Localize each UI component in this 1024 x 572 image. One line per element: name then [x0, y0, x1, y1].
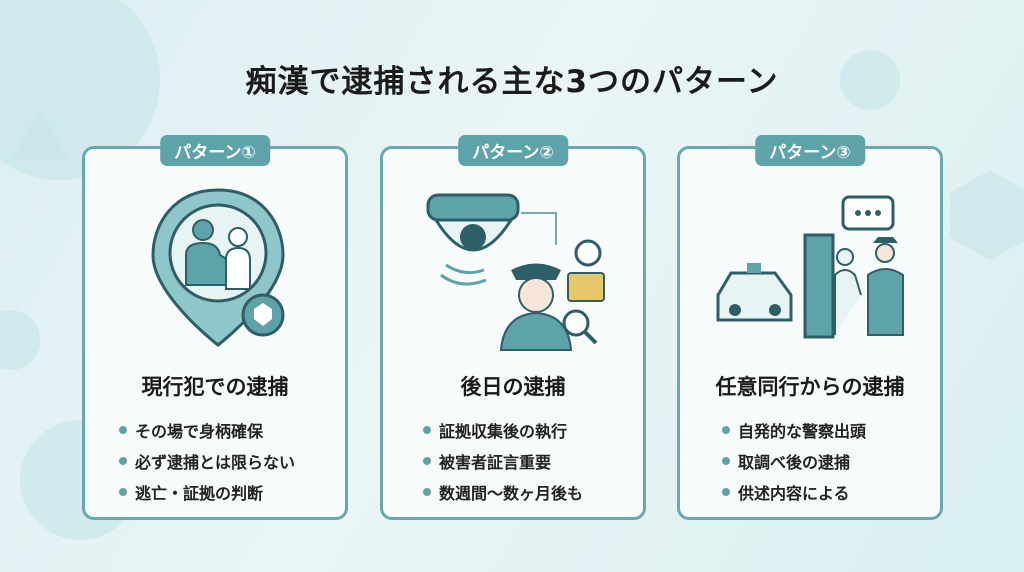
list-item-text: その場で身柄確保 [135, 421, 264, 441]
bullet-icon [119, 487, 127, 496]
location-pin-arrest-icon [151, 188, 285, 347]
decor-circle [840, 50, 900, 110]
list-item-text: 逃亡・証拠の判断 [135, 483, 264, 503]
list-item: 証拠収集後の執行 [423, 414, 643, 445]
bullet-icon [423, 425, 431, 434]
list-item-text: 自発的な警察出頭 [738, 421, 867, 441]
pattern-badge: パターン① [160, 135, 270, 166]
bullet-list: 証拠収集後の執行 被害者証言重要 数週間〜数ヶ月後も [383, 414, 643, 507]
bullet-icon [423, 456, 431, 465]
cctv-police-investigation-icon [426, 193, 605, 351]
list-item-text: 数週間〜数ヶ月後も [439, 483, 584, 503]
bullet-icon [722, 456, 730, 465]
list-item-text: 必ず逮捕とは限らない [135, 452, 296, 472]
card-title: 任意同行からの逮捕 [715, 375, 905, 399]
police-car-door-escort-icon [716, 195, 904, 339]
list-item-text: 被害者証言重要 [439, 452, 552, 472]
decor-hexagon [950, 170, 1024, 260]
pattern-card-3: パターン③ 任意同行からの逮捕 自発的な警察出頭 取調べ後の逮捕 供述内容による [677, 135, 943, 520]
bullet-icon [119, 425, 127, 434]
list-item-text: 証拠収集後の執行 [439, 421, 568, 441]
bullet-icon [423, 487, 431, 496]
card-title: 後日の逮捕 [460, 375, 566, 399]
bullet-icon [722, 425, 730, 434]
decor-circle [0, 310, 40, 370]
list-item: 供述内容による [722, 476, 940, 507]
list-item: 被害者証言重要 [423, 445, 643, 476]
pattern-badge: パターン② [458, 135, 568, 166]
bullet-icon [722, 487, 730, 496]
bullet-list: 自発的な警察出頭 取調べ後の逮捕 供述内容による [680, 414, 940, 507]
list-item: 必ず逮捕とは限らない [119, 445, 345, 476]
card-title: 現行犯での逮捕 [141, 375, 289, 399]
list-item: 自発的な警察出頭 [722, 414, 940, 445]
page-title: 痴漢で逮捕される主な3つのパターン [245, 64, 779, 100]
list-item: その場で身柄確保 [119, 414, 345, 445]
bullet-list: その場で身柄確保 必ず逮捕とは限らない 逃亡・証拠の判断 [85, 414, 345, 507]
bullet-icon [119, 456, 127, 465]
pattern-card-2: パターン② 後日の逮捕 証拠収集後の執行 被害者証言重要 数週間〜数ヶ月後も [380, 135, 646, 520]
pattern-card-1: パターン① 現行犯での逮捕 その場で身柄確保 必ず逮捕とは限らない 逃亡・証拠の… [82, 135, 348, 520]
list-item: 数週間〜数ヶ月後も [423, 476, 643, 507]
list-item: 逃亡・証拠の判断 [119, 476, 345, 507]
list-item-text: 取調べ後の逮捕 [738, 452, 851, 472]
list-item: 取調べ後の逮捕 [722, 445, 940, 476]
list-item-text: 供述内容による [738, 483, 850, 503]
pattern-badge: パターン③ [755, 135, 865, 166]
